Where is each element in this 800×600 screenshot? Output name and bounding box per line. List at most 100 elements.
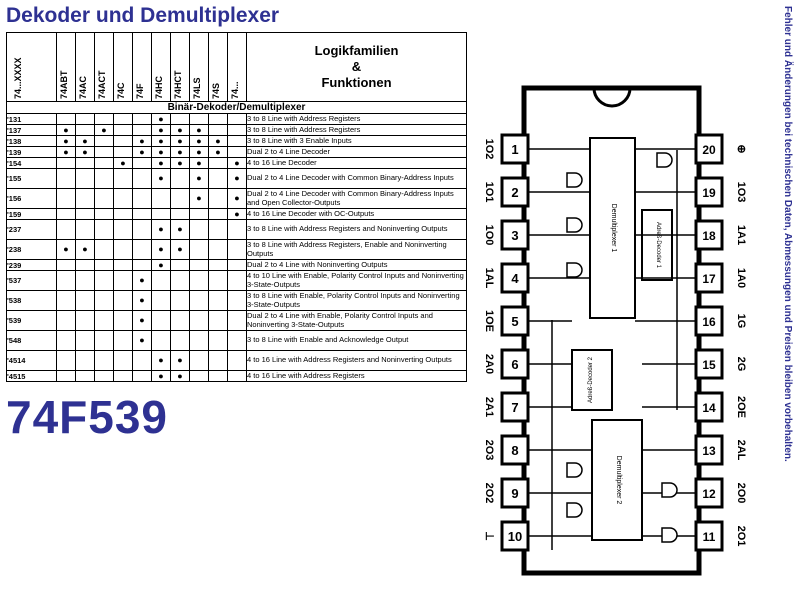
empty-cell	[227, 330, 247, 351]
table-row: '239●Dual 2 to 4 Line with Noninverting …	[6, 259, 467, 271]
empty-cell	[208, 208, 228, 220]
availability-dot: ●	[75, 135, 95, 147]
pin-number: 18	[702, 229, 716, 243]
header-family-label: 74...	[230, 81, 240, 99]
address-decoder-2-block	[571, 349, 613, 411]
row-description: 4 to 16 Line with Address Registers	[246, 370, 467, 382]
empty-cell	[75, 350, 95, 371]
pin-label: ⊥	[483, 531, 495, 541]
side-note-text: Fehler und Änderungen bei technischen Da…	[782, 6, 793, 462]
empty-cell	[56, 259, 76, 271]
empty-cell	[56, 219, 76, 240]
pin-label: 1O1	[483, 182, 495, 203]
empty-cell	[94, 157, 114, 169]
empty-cell	[227, 239, 247, 260]
empty-cell	[56, 350, 76, 371]
row-description: 3 to 8 Line with Address Registers	[246, 124, 467, 136]
block-label-addr-1: Adreß-Decoder 1	[655, 222, 661, 269]
pin-number: 4	[511, 271, 519, 286]
row-type: '155	[6, 168, 57, 189]
empty-cell	[189, 330, 209, 351]
empty-cell	[208, 350, 228, 371]
availability-dot: ●	[56, 124, 76, 136]
availability-dot: ●	[208, 135, 228, 147]
empty-cell	[208, 259, 228, 271]
empty-cell	[170, 290, 190, 311]
availability-dot: ●	[189, 157, 209, 169]
gate-symbol	[566, 502, 583, 518]
empty-cell	[94, 370, 114, 382]
empty-cell	[189, 290, 209, 311]
chip-notch	[592, 87, 632, 108]
availability-dot: ●	[132, 270, 152, 291]
availability-dot: ●	[170, 146, 190, 158]
header-family-label: 74LS	[192, 77, 202, 99]
availability-dot: ●	[132, 290, 152, 311]
availability-dot: ●	[132, 146, 152, 158]
empty-cell	[208, 310, 228, 331]
availability-dot: ●	[170, 135, 190, 147]
empty-cell	[94, 219, 114, 240]
empty-cell	[189, 259, 209, 271]
header-logik-line: &	[351, 59, 362, 74]
row-type: '138	[6, 135, 57, 147]
empty-cell	[56, 113, 76, 125]
header-logik-funktionen: Logikfamilien&Funktionen	[246, 32, 467, 102]
empty-cell	[170, 270, 190, 291]
pin-number: 10	[508, 529, 522, 544]
empty-cell	[208, 270, 228, 291]
availability-dot: ●	[227, 188, 247, 209]
gate-symbol	[566, 217, 583, 233]
empty-cell	[75, 124, 95, 136]
row-description: 4 to 16 Line Decoder with OC-Outputs	[246, 208, 467, 220]
header-family: 74ABT	[56, 32, 76, 102]
empty-cell	[113, 270, 133, 291]
availability-dot: ●	[151, 146, 171, 158]
availability-dot: ●	[170, 239, 190, 260]
empty-cell	[75, 290, 95, 311]
pin-box	[500, 477, 530, 509]
empty-cell	[151, 310, 171, 331]
table-row: '156●●Dual 2 to 4 Line Decoder with Comm…	[6, 188, 467, 209]
row-description: 3 to 8 Line with Enable and Acknowledge …	[246, 330, 467, 351]
empty-cell	[113, 259, 133, 271]
header-family-label: 74HCT	[173, 70, 183, 99]
availability-dot: ●	[170, 124, 190, 136]
empty-cell	[227, 270, 247, 291]
empty-cell	[113, 113, 133, 125]
availability-dot: ●	[227, 157, 247, 169]
pin-label: 2A0	[483, 354, 495, 374]
availability-dot: ●	[94, 124, 114, 136]
row-type: '131	[6, 113, 57, 125]
empty-cell	[113, 239, 133, 260]
header-logik-line: Funktionen	[321, 75, 392, 90]
header-family-label: 74ABT	[59, 70, 69, 99]
empty-cell	[208, 290, 228, 311]
empty-cell	[56, 370, 76, 382]
pin-number: 14	[702, 401, 716, 415]
pin-box	[500, 133, 530, 165]
empty-cell	[189, 270, 209, 291]
empty-cell	[113, 208, 133, 220]
empty-cell	[208, 113, 228, 125]
empty-cell	[189, 208, 209, 220]
pin-number: 20	[702, 143, 716, 157]
empty-cell	[94, 135, 114, 147]
pin-box	[500, 305, 530, 337]
pin-label: 1O0	[483, 225, 495, 246]
empty-cell	[94, 330, 114, 351]
empty-cell	[170, 168, 190, 189]
empty-cell	[189, 239, 209, 260]
header-family: 74...	[227, 32, 247, 102]
empty-cell	[75, 219, 95, 240]
section-title: Binär-Dekoder/Demultiplexer	[6, 101, 467, 114]
availability-dot: ●	[56, 146, 76, 158]
empty-cell	[208, 124, 228, 136]
pin-label: 1G	[735, 314, 747, 329]
pin-number: 1	[511, 142, 518, 157]
header-logik-line: Logikfamilien	[314, 43, 399, 58]
row-type: '239	[6, 259, 57, 271]
